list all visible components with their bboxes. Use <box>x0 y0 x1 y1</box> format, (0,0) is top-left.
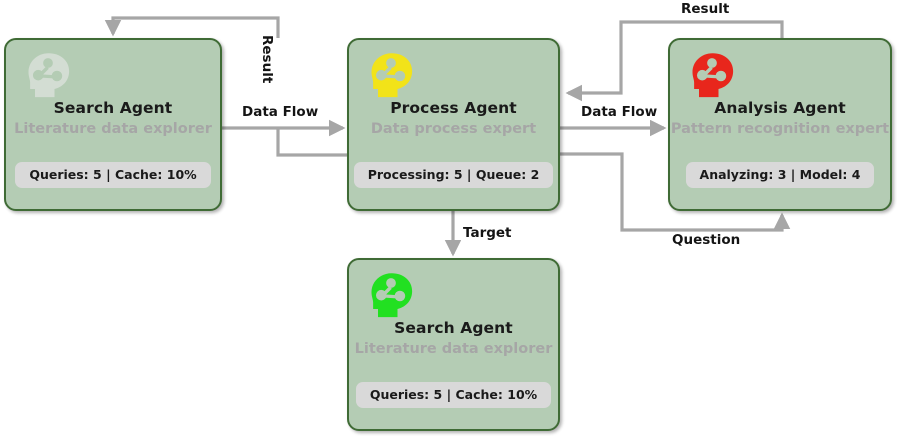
node-text-block: Search Agent Literature data explorer <box>6 98 220 140</box>
node-subtitle: Literature data explorer <box>354 341 553 357</box>
edge-label-question: Question <box>670 232 743 248</box>
node-text-block: Process Agent Data process expert <box>349 98 558 140</box>
brain-network-head-icon <box>371 273 413 318</box>
node-title: Analysis Agent <box>714 99 846 117</box>
node-title: Search Agent <box>53 99 173 117</box>
edge-path-result-left <box>104 16 280 38</box>
node-process-agent[interactable]: Process Agent Data process expert Proces… <box>347 38 560 211</box>
edge-label-result-right: Result <box>679 1 732 17</box>
node-text-block: Analysis Agent Pattern recognition exper… <box>670 98 890 140</box>
status-badge: Queries: 5 | Cache: 10% <box>15 162 211 188</box>
status-badge: Processing: 5 | Queue: 2 <box>353 162 554 188</box>
status-badge: Queries: 5 | Cache: 10% <box>355 382 552 408</box>
node-search-agent-bottom[interactable]: Search Agent Literature data explorer Qu… <box>347 258 560 431</box>
node-badge-wrap: Analyzing: 3 | Model: 4 <box>670 162 890 188</box>
brain-network-head-icon <box>692 53 734 98</box>
node-subtitle: Pattern recognition expert <box>670 121 890 137</box>
node-badge-wrap: Queries: 5 | Cache: 10% <box>6 162 220 188</box>
node-analysis-agent[interactable]: Analysis Agent Pattern recognition exper… <box>668 38 892 211</box>
node-subtitle: Data process expert <box>370 121 537 137</box>
node-subtitle: Literature data explorer <box>14 121 212 137</box>
edge-label-result-left: Result <box>259 33 275 86</box>
brain-network-head-icon <box>371 53 413 98</box>
edge-label-dataflow-right: Data Flow <box>579 104 660 120</box>
node-title: Search Agent <box>394 319 513 337</box>
node-text-block: Search Agent Literature data explorer <box>349 318 558 360</box>
edge-path-result-right <box>565 20 784 102</box>
node-badge-wrap: Queries: 5 | Cache: 10% <box>349 382 558 408</box>
status-badge: Analyzing: 3 | Model: 4 <box>685 162 875 188</box>
edge-path-question <box>560 152 791 232</box>
edge-label-dataflow-left: Data Flow <box>240 104 321 120</box>
brain-network-head-icon <box>28 53 70 98</box>
edge-path-process-left-stub <box>276 128 347 157</box>
node-badge-wrap: Processing: 5 | Queue: 2 <box>349 162 558 188</box>
edge-label-target: Target <box>461 225 514 241</box>
node-title: Process Agent <box>390 99 517 117</box>
node-search-agent-left[interactable]: Search Agent Literature data explorer Qu… <box>4 38 222 211</box>
